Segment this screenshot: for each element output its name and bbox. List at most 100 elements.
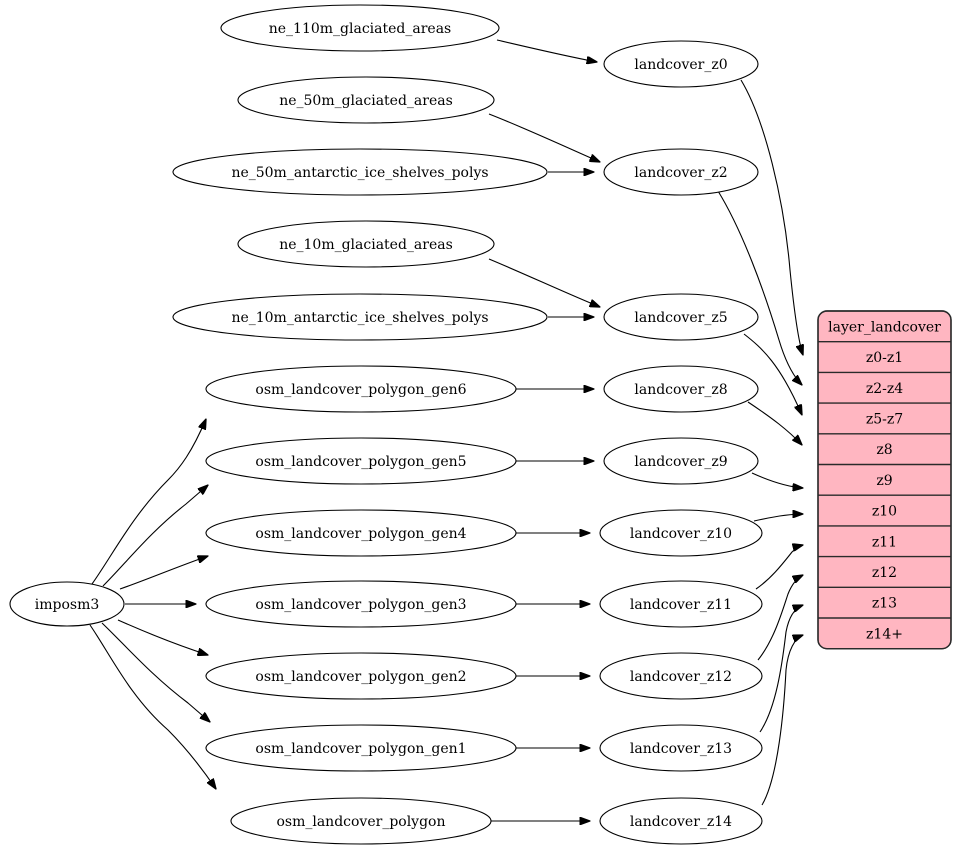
node-landcover_z14[interactable]: landcover_z14 (599, 797, 763, 845)
node-label: ne_10m_antarctic_ice_shelves_polys (231, 310, 488, 326)
edge-imposm3-to-gen2 (117, 619, 208, 655)
node-landcover_z10[interactable]: landcover_z10 (599, 509, 763, 557)
edge-imposm3-to-osm-polygon (89, 624, 216, 789)
node-label: ne_10m_glaciated_areas (279, 237, 453, 253)
node-label: landcover_z2 (634, 165, 727, 181)
row-label: z13 (872, 596, 897, 612)
node-ellipse (603, 40, 759, 88)
node-ellipse (599, 652, 763, 700)
node-ellipse (230, 797, 492, 845)
edge-z10-to-row-z10 (753, 514, 803, 522)
node-label: osm_landcover_polygon_gen1 (255, 741, 466, 757)
node-osm_landcover_polygon_gen4[interactable]: osm_landcover_polygon_gen4 (205, 509, 517, 557)
node-osm_landcover_polygon_gen1[interactable]: osm_landcover_polygon_gen1 (205, 724, 517, 772)
table-row[interactable]: z14+ (818, 617, 951, 642)
node-ellipse (599, 724, 763, 772)
row-label: z8 (876, 442, 892, 458)
edge-imposm3-to-gen1 (101, 622, 210, 722)
edge-z13-to-row-z13 (759, 605, 803, 733)
node-ellipse (599, 797, 763, 845)
edge-imposm3-to-gen4 (119, 556, 208, 590)
node-landcover_z5[interactable]: landcover_z5 (603, 293, 759, 341)
node-osm_landcover_polygon[interactable]: osm_landcover_polygon (230, 797, 492, 845)
node-label: landcover_z0 (634, 57, 727, 73)
node-label: imposm3 (35, 597, 100, 613)
table-row[interactable]: z8 (818, 433, 951, 458)
source-nodes: imposm3 (9, 581, 125, 627)
node-ellipse (603, 365, 759, 413)
node-landcover_z12[interactable]: landcover_z12 (599, 652, 763, 700)
row-label: z14+ (866, 626, 903, 642)
node-label: osm_landcover_polygon_gen3 (255, 597, 466, 613)
layer-landcover-table: layer_landcover z0-z1 z2-z4 z5-z7 z8 z9 z10 z11… (817, 310, 952, 650)
node-landcover_z11[interactable]: landcover_z11 (599, 580, 763, 628)
table-row[interactable]: z0-z1 (818, 341, 951, 366)
node-osm_landcover_polygon_gen5[interactable]: osm_landcover_polygon_gen5 (205, 437, 517, 485)
table-row[interactable]: z2-z4 (818, 371, 951, 397)
node-ellipse (603, 437, 759, 485)
node-layer: ne_110m_glaciated_areas ne_50m_glaciated_… (9, 4, 763, 845)
node-label: landcover_z8 (634, 382, 727, 398)
node-ellipse (237, 220, 495, 268)
node-landcover_z8[interactable]: landcover_z8 (603, 365, 759, 413)
node-ellipse (599, 509, 763, 557)
row-label: z10 (872, 504, 897, 520)
node-ne_50m_antarctic_ice_shelves_polys[interactable]: ne_50m_antarctic_ice_shelves_polys (172, 148, 548, 196)
edge-z11-to-row-z11 (755, 545, 803, 590)
node-label: ne_50m_glaciated_areas (279, 93, 453, 109)
node-label: ne_50m_antarctic_ice_shelves_polys (231, 165, 488, 181)
table-row[interactable]: z11 (818, 525, 951, 550)
table-row[interactable]: z9 (818, 463, 951, 489)
node-osm_landcover_polygon_gen3[interactable]: osm_landcover_polygon_gen3 (205, 580, 517, 628)
table-row[interactable]: z12 (818, 555, 951, 581)
node-ellipse (603, 293, 759, 341)
node-ne_10m_antarctic_ice_shelves_polys[interactable]: ne_10m_antarctic_ice_shelves_polys (172, 293, 548, 341)
table-header-label: layer_landcover (828, 319, 941, 335)
edge-z0-to-row-z0z1 (740, 79, 803, 355)
node-ellipse (205, 652, 517, 700)
node-ellipse (220, 4, 500, 52)
edge-layer (89, 39, 803, 821)
table-header-cell[interactable]: layer_landcover (828, 319, 941, 335)
node-ellipse (237, 76, 495, 124)
node-label: landcover_z12 (630, 669, 732, 685)
node-landcover_z0[interactable]: landcover_z0 (603, 40, 759, 88)
table-row[interactable]: z5-z7 (818, 402, 951, 427)
table-border (817, 310, 952, 650)
edge-z2-to-row-z2z4 (717, 190, 802, 385)
node-ellipse (205, 509, 517, 557)
node-ellipse (172, 148, 548, 196)
node-landcover_z13[interactable]: landcover_z13 (599, 724, 763, 772)
node-landcover_z9[interactable]: landcover_z9 (603, 437, 759, 485)
osm-nodes: osm_landcover_polygon_gen6 osm_landcover_… (205, 365, 517, 845)
node-osm_landcover_polygon_gen2[interactable]: osm_landcover_polygon_gen2 (205, 652, 517, 700)
edge-z14-to-row-z14plus (761, 635, 803, 806)
node-label: landcover_z5 (634, 310, 727, 326)
row-label: z12 (872, 565, 897, 581)
node-osm_landcover_polygon_gen6[interactable]: osm_landcover_polygon_gen6 (205, 365, 517, 413)
edge-z12-to-row-z12 (757, 575, 803, 661)
node-ne_110m_glaciated_areas[interactable]: ne_110m_glaciated_areas (220, 4, 500, 52)
table-row[interactable]: z10 (818, 494, 951, 520)
node-ne_50m_glaciated_areas[interactable]: ne_50m_glaciated_areas (237, 76, 495, 124)
node-ellipse (603, 148, 759, 196)
table-row[interactable]: z13 (818, 586, 951, 612)
layer-table-layer_landcover[interactable]: layer_landcover z0-z1 z2-z4 z5-z7 z8 z9 z10 z11… (817, 310, 952, 650)
node-landcover_z2[interactable]: landcover_z2 (603, 148, 759, 196)
node-label: osm_landcover_polygon_gen2 (255, 669, 466, 685)
node-label: landcover_z11 (630, 597, 732, 613)
node-ne_10m_glaciated_areas[interactable]: ne_10m_glaciated_areas (237, 220, 495, 268)
node-ellipse (172, 293, 548, 341)
node-ellipse (205, 580, 517, 628)
node-label: landcover_z14 (630, 814, 732, 830)
edge-ne50m-glac-to-z2 (488, 113, 600, 162)
natural-earth-nodes: ne_110m_glaciated_areas ne_50m_glaciated_… (172, 4, 548, 341)
row-label: z0-z1 (866, 350, 903, 366)
edge-z8-to-row-z8 (747, 401, 802, 445)
node-imposm3[interactable]: imposm3 (9, 581, 125, 627)
row-label: z9 (876, 473, 892, 489)
edge-imposm3-to-gen6 (91, 419, 206, 585)
edge-z9-to-row-z9 (751, 472, 803, 488)
